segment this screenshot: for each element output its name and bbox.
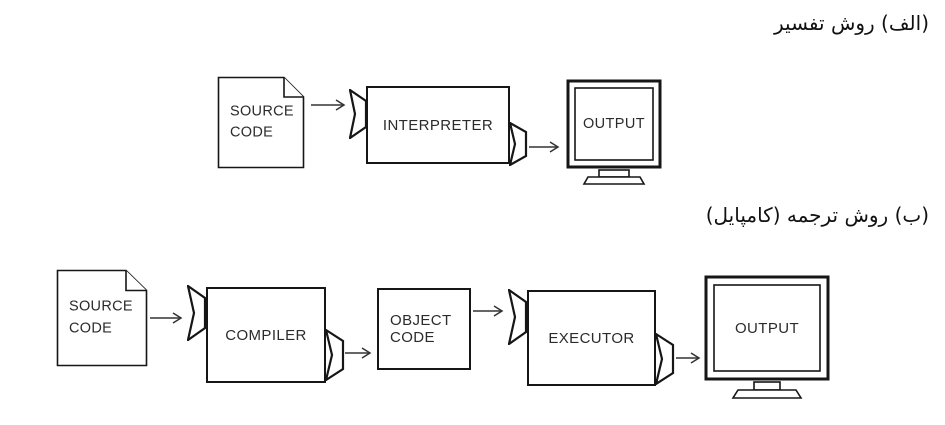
source-code-line2: CODE — [69, 320, 113, 336]
output-label-a: OUTPUT — [582, 116, 645, 132]
arrow-right-icon — [311, 99, 346, 111]
funnel-icon — [187, 285, 207, 341]
arrow-right-icon — [529, 141, 560, 153]
object-code-line1: OBJECT — [390, 312, 452, 329]
document-icon — [56, 269, 148, 367]
monitor-icon — [566, 79, 662, 185]
interpreter-box: INTERPRETER — [366, 86, 510, 164]
arrow-right-icon — [676, 352, 701, 364]
output-label-b: OUTPUT — [734, 320, 800, 337]
section-b-title: (ب) روش ترجمه (کامپایل) — [705, 203, 929, 227]
arrow-right-icon — [345, 347, 372, 359]
source-code-label: SOURCE CODE — [69, 296, 133, 340]
funnel-icon — [349, 89, 368, 139]
funnel-icon — [325, 329, 345, 381]
source-code-label: SOURCE CODE — [230, 101, 294, 145]
funnel-icon — [655, 333, 675, 385]
arrow-right-icon — [150, 312, 183, 324]
output-monitor-b: OUTPUT — [704, 275, 830, 401]
object-code-box: OBJECT CODE — [377, 288, 471, 370]
compiler-box: COMPILER — [206, 287, 326, 383]
document-icon — [217, 76, 305, 169]
funnel-icon — [508, 289, 528, 345]
source-code-line2: CODE — [230, 124, 274, 141]
executor-box: EXECUTOR — [527, 290, 656, 386]
source-code-document-b: SOURCE CODE — [56, 269, 148, 367]
object-code-line2: CODE — [390, 329, 435, 346]
source-code-line1: SOURCE — [69, 298, 133, 315]
funnel-icon — [509, 122, 528, 166]
arrow-right-icon — [473, 305, 504, 317]
source-code-document-a: SOURCE CODE — [217, 76, 305, 169]
source-code-line1: SOURCE — [230, 102, 294, 119]
output-monitor-a: OUTPUT — [566, 79, 662, 187]
monitor-icon — [704, 275, 830, 399]
section-a-title: (الف) روش تفسیر — [774, 11, 929, 35]
